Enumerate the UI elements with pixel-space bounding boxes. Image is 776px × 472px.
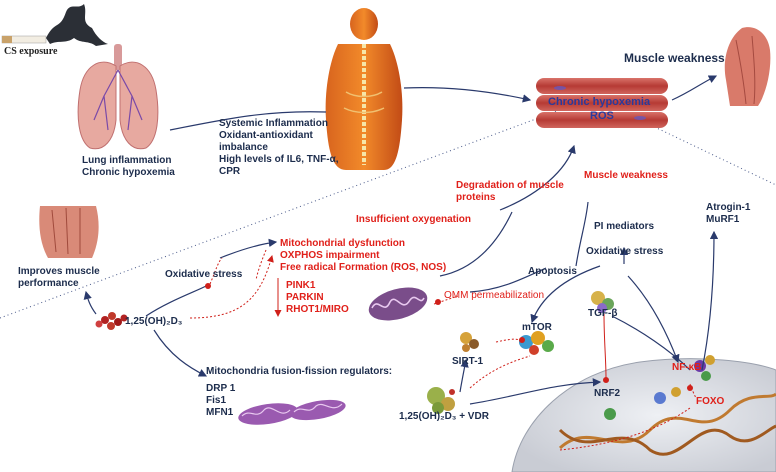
arrow-oxstress-to-mito [219, 238, 278, 259]
red-nucleus-loop [559, 407, 691, 451]
sirt1-label: SIRT-1 [452, 356, 484, 367]
arrow-oxidative-to-nfkb [627, 275, 680, 364]
improves-label-2: performance [18, 278, 79, 289]
muscle-arm-image [724, 27, 771, 106]
red-dot-foxo [687, 385, 693, 391]
foxo-label: FOXO [696, 396, 725, 407]
drp1-label: DRP 1 [206, 383, 236, 394]
rhot1-label: RHOT1/MIRO [286, 304, 349, 315]
muscle-fibers-image [536, 78, 668, 128]
cigarette-icon [1, 4, 108, 46]
mito-dysfunction-2: OXPHOS impairment [280, 250, 380, 261]
sirt1-protein-icon [460, 332, 479, 352]
nfkb-protein-icon [694, 355, 715, 381]
muscle-box-label-1: Chronic hypoxemia [548, 96, 651, 108]
arrow-vdr-to-nucleus [469, 378, 602, 405]
red-dot-omm [435, 299, 441, 305]
dna-helix-icon [558, 387, 776, 456]
red-dot-nrf2 [603, 377, 609, 383]
parkin-label: PARKIN [286, 292, 324, 303]
atrogin-label-1: Atrogin-1 [706, 202, 751, 213]
tgf-beta-protein-icon [591, 291, 614, 313]
red-dot-oxstress [205, 283, 211, 289]
arrow-oxidative-to-mito [530, 265, 601, 324]
red-vdr-to-mtor [469, 355, 531, 389]
mitochondria-pair-icon [238, 399, 346, 425]
arrow-vd-to-fusion [153, 329, 208, 377]
arrow-lungs-to-body [169, 111, 327, 131]
apoptosis-label: Apoptosis [528, 266, 577, 277]
systemic-effects-4: High levels of IL6, TNF-α, [219, 154, 339, 165]
vdr-label: 1,25(OH)₂D₃ + VDR [399, 411, 489, 422]
systemic-effects-5: CPR [219, 166, 241, 177]
nrf2-label: NRF2 [594, 388, 621, 399]
systemic-effects-2: Oxidant-antioxidant [219, 130, 313, 141]
systemic-effects-1: Systemic Inflammation [219, 118, 328, 129]
arrow-atrogin-up [701, 230, 719, 371]
mito-dysfunction-1: Mitochondrial dysfunction [280, 238, 405, 249]
muscle-weakness-title: Muscle weakness [624, 51, 725, 65]
red-tgf-to-nrf2 [603, 313, 607, 379]
muscle-weakness-mid-label: Muscle weakness [584, 170, 668, 181]
vitamin-d-molecule-icon [95, 312, 128, 330]
improves-label-1: Improves muscle [18, 266, 100, 277]
arrow-vd-to-improves [83, 290, 97, 315]
pi-mediators-label: PI mediators [594, 221, 655, 232]
arrow-degradation-up [499, 144, 576, 211]
muscle-box-label-2: ROS [590, 110, 614, 122]
arrow-vd-to-oxstress [145, 283, 211, 317]
arrow-body-to-muscle [403, 87, 532, 103]
mitochondrion-icon [368, 287, 428, 321]
nfkb-label: NF-κB [672, 362, 702, 373]
cs-exposure-label: CS exposure [4, 46, 58, 57]
arrow-omm-to-degradation [439, 211, 513, 277]
fusion-title: Mitochondria fusion-fission regulators: [206, 366, 393, 377]
lungs-icon [77, 44, 159, 150]
mito-dysfunction-3: Free radical Formation (ROS, NOS) [280, 262, 447, 273]
arrow-vdr-to-sirt [459, 358, 469, 393]
degradation-label-2: proteins [456, 192, 496, 203]
mtor-protein-icon [519, 331, 554, 355]
red-dot-mtor [519, 337, 525, 343]
human-body-icon [325, 8, 403, 170]
lung-caption-1: Lung inflammation [82, 155, 172, 166]
vitamin-d-label: 1,25(OH)₂D₃ [125, 316, 183, 327]
arrow-tgf-to-nucleus [611, 315, 691, 371]
red-inhibit-sirt-to-mtor [495, 338, 521, 343]
muscle-leg-image [39, 206, 99, 258]
oxidative-stress-left-label: Oxidative stress [165, 269, 243, 280]
vdr-protein-icon [427, 387, 455, 414]
arrow-apoptosis-up [575, 201, 589, 267]
degradation-label-1: Degradation of muscle [456, 180, 564, 191]
mfn1-label: MFN1 [206, 407, 234, 418]
systemic-effects-3: imbalance [219, 142, 268, 153]
red-oxstress-to-mito [255, 249, 267, 281]
oxidative-stress-right-label: Oxidative stress [586, 246, 664, 257]
pink1-label: PINK1 [286, 280, 316, 291]
cell-nucleus [511, 358, 776, 472]
arrow-muscle-to-weakness [671, 75, 718, 101]
omm-label: OMM permeabilization [444, 290, 545, 301]
insufficient-oxygenation-label: Insufficient oxygenation [356, 214, 472, 225]
mtor-label: mTOR [522, 322, 552, 333]
atrogin-label-2: MuRF1 [706, 214, 740, 225]
arrow-apoptosis-to-omm [469, 267, 547, 293]
fis1-label: Fis1 [206, 395, 227, 406]
tgf-beta-label: TGF-β [588, 308, 618, 319]
lung-caption-2: Chronic hypoxemia [82, 167, 175, 178]
